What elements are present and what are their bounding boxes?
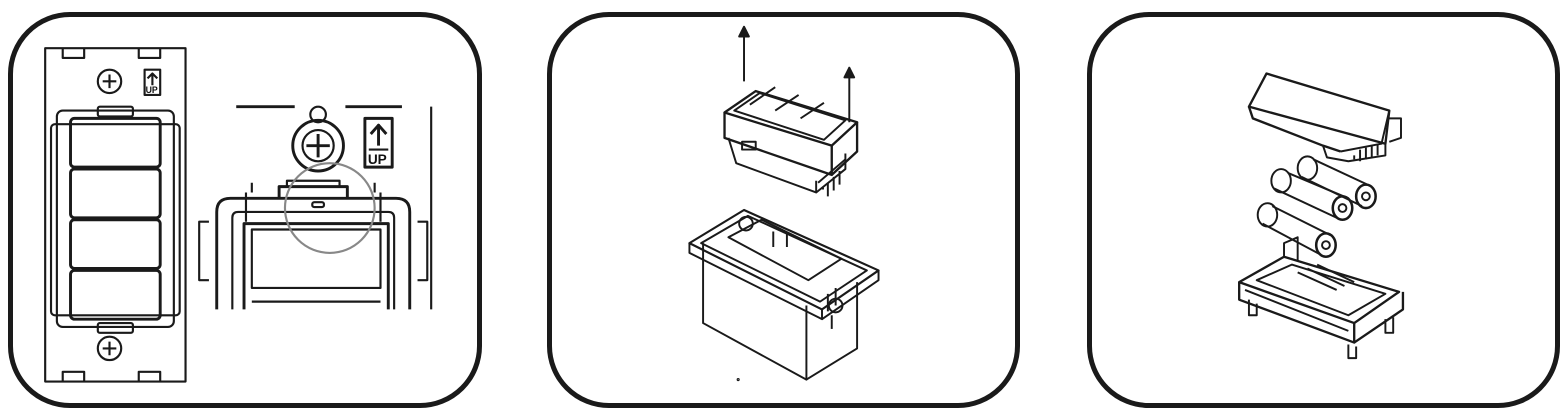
keypad-button-4 xyxy=(69,268,162,321)
up-arrow-icon-large xyxy=(363,116,394,169)
battery-diagram xyxy=(1238,72,1405,360)
keypad-button-1 xyxy=(69,116,162,169)
battery-icon-2 xyxy=(1296,155,1377,210)
keypad-button-2 xyxy=(69,167,162,220)
wall-box xyxy=(688,208,880,381)
wall-control-device: UP xyxy=(44,47,187,383)
lift-arrow-icon-right xyxy=(843,66,856,123)
panel-step-1-install-orientation: UP xyxy=(8,12,482,408)
control-module xyxy=(723,86,859,197)
panel-step-3-replace-batteries xyxy=(1087,12,1560,408)
screw-detail-icon xyxy=(291,118,345,173)
lift-arrow-icon-left xyxy=(738,25,750,82)
up-arrow-icon-small xyxy=(143,68,162,97)
up-label-small: UP xyxy=(146,85,158,95)
wallplate-diagram: UP xyxy=(44,47,433,383)
battery-cover xyxy=(1247,72,1402,163)
bottom-screw-icon xyxy=(96,335,123,362)
up-label-large: UP xyxy=(368,152,387,167)
latch-highlight-circle xyxy=(283,162,376,254)
keypad-button-3 xyxy=(69,218,162,270)
panel-step-2-remove-module xyxy=(547,12,1020,408)
remove-module-diagram xyxy=(688,25,880,382)
top-screw-icon xyxy=(96,68,123,95)
zoom-detail: UP xyxy=(198,105,433,310)
battery-tray xyxy=(1238,236,1405,360)
